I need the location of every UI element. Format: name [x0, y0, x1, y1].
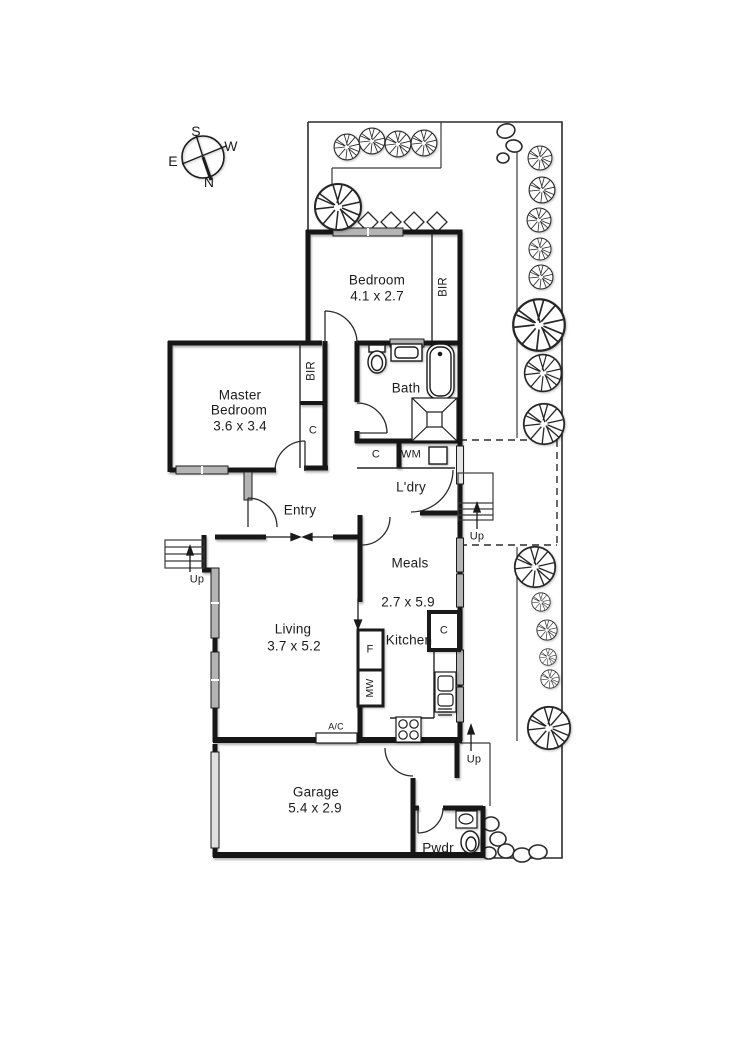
tree-icon: [528, 264, 554, 290]
tree-icon: [540, 669, 560, 689]
shower-icon: [411, 397, 458, 442]
room-label-entry: Entry: [283, 502, 317, 518]
opening-double-arrow: [250, 532, 333, 542]
toilet-icon: [367, 344, 387, 374]
vanity-basin-icon: [390, 343, 423, 362]
compass-west-label: W: [224, 138, 238, 154]
microwave-label: MW: [363, 678, 376, 698]
up-arrow-rear-porch: [466, 723, 476, 751]
cupboard-label-kitchen: C: [439, 624, 449, 637]
compass-icon: [181, 134, 227, 181]
up-label-side-porch: Up: [469, 530, 485, 543]
room-label-master-line2: Bedroom: [210, 402, 268, 418]
cupboard-label-master: C: [308, 424, 318, 437]
room-dims-living: 3.7 x 5.2: [267, 638, 321, 654]
dashed-setback-lines: [460, 439, 558, 546]
room-label-bedroom: Bedroom: [348, 272, 406, 288]
kitchen-cupboard-box: [427, 610, 461, 652]
tree-icon: [410, 129, 438, 157]
cupboard-label-laundry: C: [371, 448, 381, 461]
bir-label-bedroom: BIR: [437, 277, 450, 297]
room-dims-garage: 5.4 x 2.9: [288, 800, 342, 816]
tree-icon: [528, 176, 556, 204]
room-label-living: Living: [274, 621, 312, 637]
microwave-box: [356, 668, 385, 708]
stairs: [164, 472, 494, 569]
room-label-powder: Pwdr: [422, 840, 454, 856]
tree-icon: [512, 298, 566, 352]
tree-icon: [526, 705, 572, 751]
tree-icon: [513, 545, 557, 589]
compass-south-label: S: [191, 123, 201, 139]
room-dims-master: 3.6 x 3.4: [213, 418, 267, 434]
fridge-box: [356, 628, 385, 672]
up-arrow-entry-steps: [185, 544, 195, 572]
room-label-bath: Bath: [391, 380, 421, 396]
up-label-entry-steps: Up: [189, 573, 205, 586]
tree-icon: [526, 207, 552, 233]
tree-icon: [384, 130, 412, 158]
tree-icon: [528, 237, 552, 261]
kitchen-opening-arrow: [353, 598, 363, 631]
tree-icon: [523, 353, 563, 393]
garage-door-panel: [210, 751, 220, 849]
air-conditioner-box: [315, 732, 358, 744]
tree-icon: [314, 183, 362, 231]
windows: [175, 227, 464, 849]
room-dims-bedroom: 4.1 x 2.7: [350, 288, 404, 304]
up-label-rear-porch: Up: [466, 753, 482, 766]
room-label-kitchen: Kitchen: [385, 632, 433, 648]
arrows: [185, 501, 482, 751]
door-arcs: [247, 310, 454, 834]
washing-machine-label: WM: [401, 448, 421, 461]
kitchen-sink-icon: [434, 671, 457, 716]
fridge-label: F: [366, 643, 374, 656]
room-label-laundry: L'dry: [396, 479, 426, 495]
room-label-garage: Garage: [292, 784, 340, 800]
bathtub-icon: [426, 343, 455, 400]
powder-toilet-icon: [460, 830, 480, 854]
tree-icon: [522, 402, 566, 446]
bir-label-master: BIR: [305, 361, 318, 381]
room-label-master-line1: Master: [218, 387, 262, 403]
compass-east-label: E: [168, 153, 178, 169]
tree-icon: [536, 619, 558, 641]
garden-rocks: [481, 123, 548, 863]
garden-path-lines: [331, 122, 518, 806]
compass-north-label: N: [203, 174, 215, 190]
tree-icon: [531, 592, 551, 612]
tree-icon: [527, 145, 553, 171]
tree-icon: [333, 133, 361, 161]
cooktop-icon: [395, 716, 422, 743]
room-label-meals: Meals: [391, 555, 429, 571]
powder-basin-icon: [455, 810, 478, 829]
tree-icon: [539, 648, 557, 666]
tree-icon: [358, 127, 386, 155]
room-dims-meals: 2.7 x 5.9: [381, 594, 435, 610]
air-conditioner-label: A/C: [328, 721, 344, 732]
fixtures: [315, 343, 480, 854]
up-arrow-side-porch: [472, 501, 482, 529]
washing-machine-icon: [428, 446, 448, 465]
